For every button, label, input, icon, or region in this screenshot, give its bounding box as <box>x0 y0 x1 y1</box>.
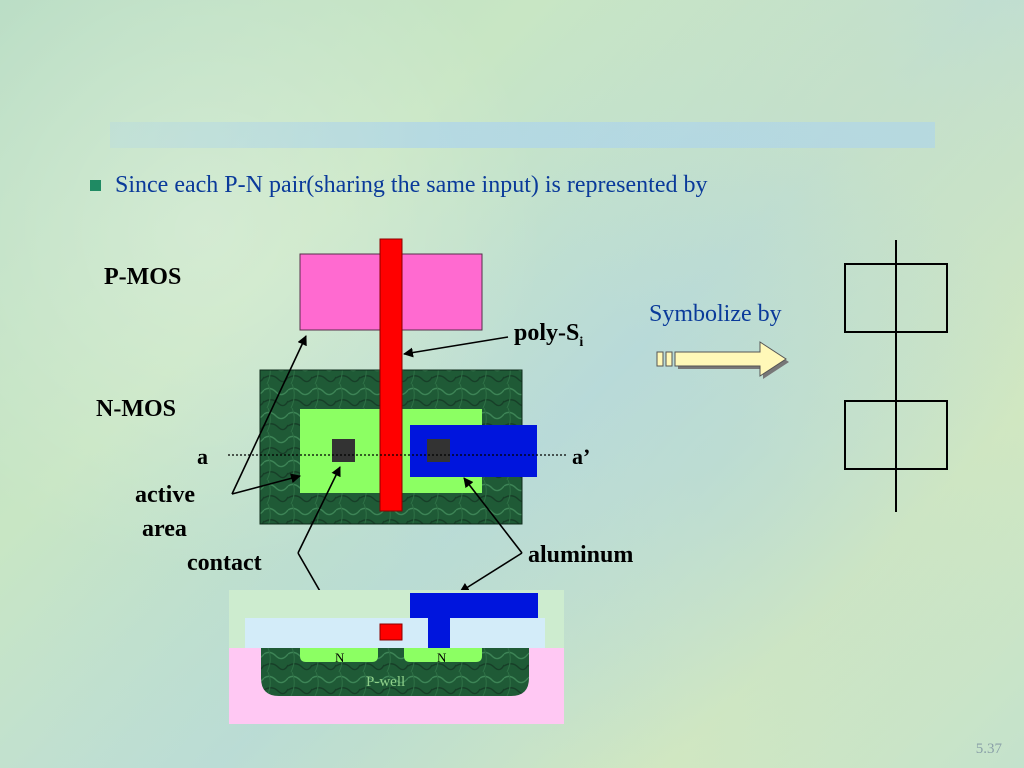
bullet-row: Since each P-N pair(sharing the same inp… <box>90 172 707 199</box>
poly-gate-cross <box>379 623 403 641</box>
pmos-pointer-arrow <box>231 335 307 495</box>
slide-number: 5.37 <box>975 741 1002 757</box>
n-right-label: N <box>437 650 447 665</box>
square-bullet-icon <box>90 180 101 191</box>
contact-label: contact <box>187 550 262 576</box>
bullet-text: Since each P-N pair(sharing the same inp… <box>115 172 708 198</box>
aluminum-pointer-down <box>459 552 523 593</box>
aluminum-cross <box>410 593 538 648</box>
poly-label-sub: i <box>579 334 584 350</box>
poly-label-main: poly-S <box>514 320 580 346</box>
transistor-pair-symbol <box>844 240 948 512</box>
contact-left <box>332 439 355 462</box>
aluminum-label: aluminum <box>528 542 634 568</box>
contact-pointer-up <box>297 466 341 554</box>
n-left-label: N <box>335 650 345 665</box>
active-pointer-arrow <box>231 473 301 495</box>
poly-gate <box>379 238 403 512</box>
nmos-label: N-MOS <box>96 396 176 422</box>
area-label: area <box>142 516 187 542</box>
contact-right <box>427 439 450 462</box>
poly-label: poly-Si <box>514 320 583 351</box>
right-arrow-icon <box>656 341 789 379</box>
pwell-label: P-well <box>366 674 406 690</box>
aluminum-pointer-up <box>463 477 523 554</box>
a-label: a <box>197 444 208 469</box>
n-diffusion-left <box>300 648 378 662</box>
poly-pointer-arrow <box>403 336 509 358</box>
a-prime-label: a’ <box>572 444 591 469</box>
pmos-label: P-MOS <box>104 264 182 290</box>
title-band <box>110 122 935 148</box>
active-label: active <box>135 482 195 508</box>
symbolize-label: Symbolize by <box>649 301 782 327</box>
n-diffusion-right <box>404 648 482 662</box>
